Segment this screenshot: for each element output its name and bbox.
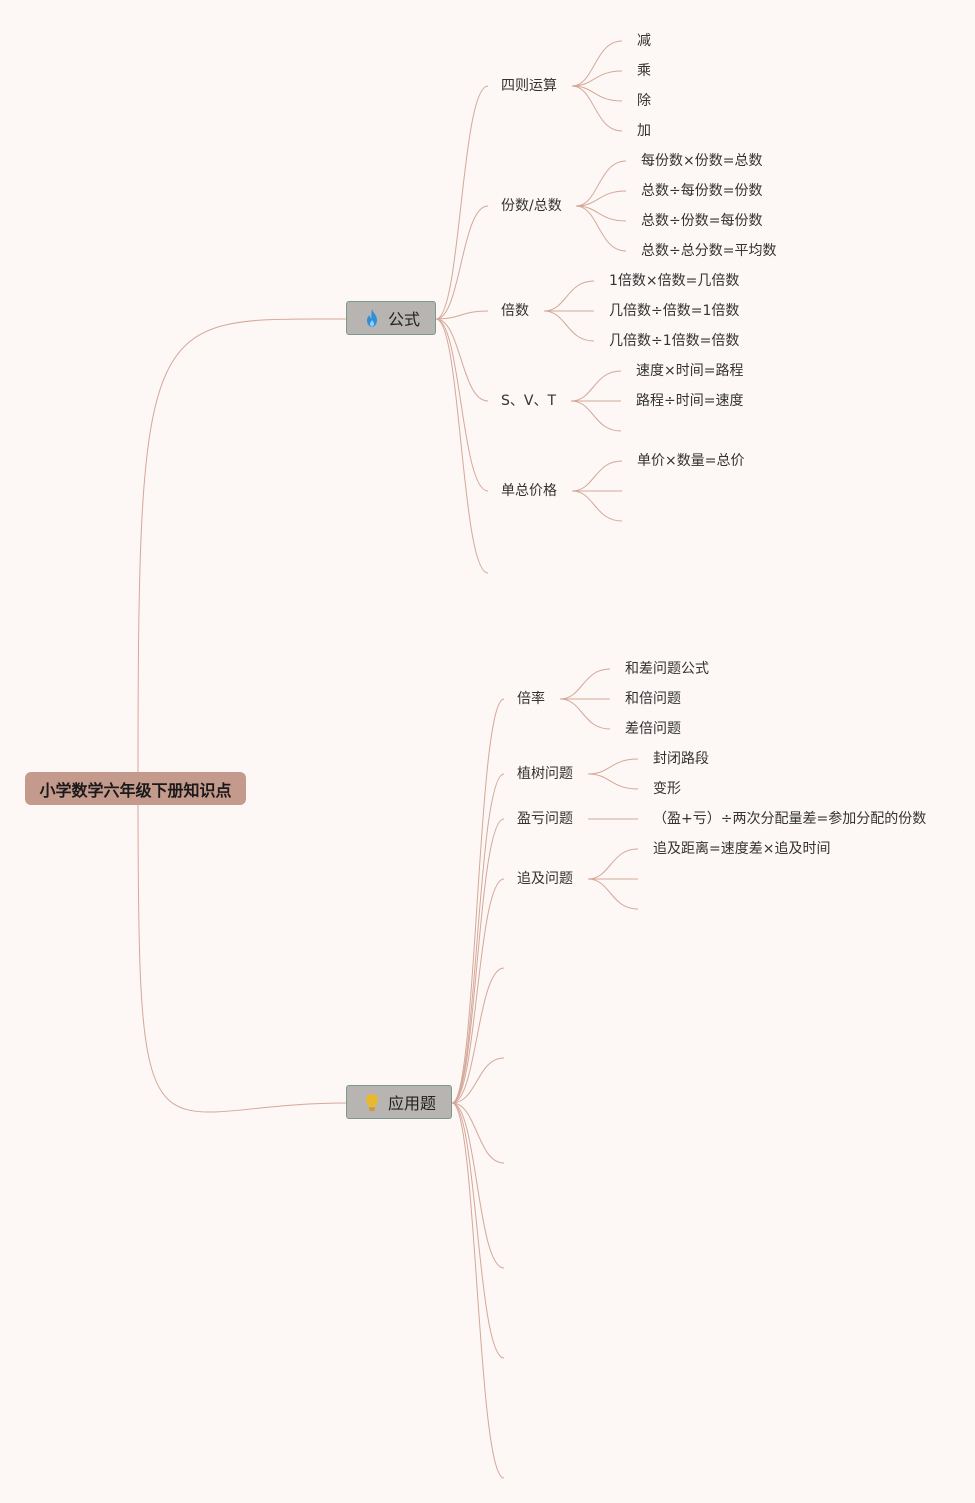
child-to-leaf-connector	[571, 85, 623, 132]
child-to-leaf-connector	[571, 70, 623, 87]
child-to-leaf-connector	[575, 205, 627, 222]
leaf-node-label[interactable]: （盈+亏）÷两次分配量差=参加分配的份数	[653, 811, 927, 827]
child-to-leaf-connector	[570, 400, 622, 432]
child-to-leaf-connector	[587, 758, 639, 775]
child-to-leaf-connector	[575, 190, 627, 207]
leaf-node-label[interactable]: 总数÷份数=每份数	[641, 213, 763, 229]
child-node-label[interactable]: 追及问题	[517, 871, 573, 887]
branch-to-child-connector	[435, 318, 489, 574]
leaf-node-label[interactable]: 封闭路段	[653, 751, 709, 767]
child-to-leaf-connector	[587, 773, 639, 790]
branch-node-formulas[interactable]: 公式	[346, 301, 436, 335]
child-to-leaf-connector	[543, 310, 595, 342]
child-node-label[interactable]: S、V、T	[501, 393, 557, 409]
child-to-leaf-connector	[575, 205, 627, 252]
child-node-label[interactable]: 倍数	[501, 303, 529, 319]
leaf-node-label[interactable]: 几倍数÷1倍数=倍数	[609, 333, 740, 349]
lightbulb-icon	[362, 1092, 382, 1112]
flame-icon	[362, 308, 382, 328]
child-node-label[interactable]: 四则运算	[501, 78, 557, 94]
branch-to-child-connector	[451, 818, 505, 1104]
child-to-leaf-connector	[543, 280, 595, 312]
child-to-leaf-connector	[587, 848, 639, 880]
child-node-label[interactable]: 植树问题	[517, 766, 573, 782]
child-node-label[interactable]: 份数/总数	[501, 198, 562, 214]
branch-to-child-connector	[435, 310, 489, 320]
child-to-leaf-connector	[575, 160, 627, 207]
child-to-leaf-connector	[559, 698, 611, 730]
root-to-branch-connector	[137, 318, 347, 789]
leaf-node-label[interactable]: 除	[637, 93, 651, 109]
branch-to-child-connector	[451, 967, 505, 1104]
child-node-label[interactable]: 倍率	[517, 691, 545, 707]
branch-to-child-connector	[451, 878, 505, 1104]
branch-to-child-connector	[451, 1102, 505, 1269]
root-node[interactable]: 小学数学六年级下册知识点	[25, 772, 246, 805]
leaf-node-label[interactable]: 总数÷每份数=份数	[641, 183, 763, 199]
root-to-branch-connector	[137, 787, 347, 1113]
child-to-leaf-connector	[571, 40, 623, 87]
leaf-node-label[interactable]: 减	[637, 33, 651, 49]
root-label: 小学数学六年级下册知识点	[39, 780, 232, 800]
leaf-node-label[interactable]: 几倍数÷倍数=1倍数	[609, 303, 740, 319]
leaf-node-label[interactable]: 差倍问题	[625, 721, 681, 737]
child-to-leaf-connector	[571, 460, 623, 492]
branch-to-child-connector	[435, 318, 489, 402]
leaf-node-label[interactable]: 加	[637, 123, 651, 139]
branch-to-child-connector	[435, 205, 489, 320]
branch-to-child-connector	[451, 1102, 505, 1164]
branch-to-child-connector	[451, 698, 505, 1104]
leaf-node-label[interactable]: 单价×数量=总价	[637, 453, 745, 469]
child-node-label[interactable]: 单总价格	[501, 483, 557, 499]
branch-label: 公式	[387, 310, 420, 329]
branch-node-word-problems[interactable]: 应用题	[346, 1085, 452, 1119]
leaf-node-label[interactable]: 速度×时间=路程	[636, 363, 744, 379]
leaf-node-label[interactable]: 路程÷时间=速度	[636, 393, 744, 409]
leaf-node-label[interactable]: 总数÷总分数=平均数	[641, 243, 777, 259]
child-node-label[interactable]: 盈亏问题	[517, 811, 573, 827]
branch-to-child-connector	[451, 1102, 505, 1359]
branch-to-child-connector	[451, 773, 505, 1104]
branch-to-child-connector	[435, 85, 489, 320]
leaf-node-label[interactable]: 乘	[637, 63, 651, 79]
child-to-leaf-connector	[571, 85, 623, 102]
branch-to-child-connector	[451, 1057, 505, 1104]
branch-label: 应用题	[387, 1094, 436, 1113]
leaf-node-label[interactable]: 和倍问题	[625, 691, 681, 707]
leaf-node-label[interactable]: 追及距离=速度差×追及时间	[653, 841, 831, 857]
child-to-leaf-connector	[559, 668, 611, 700]
child-to-leaf-connector	[587, 878, 639, 910]
leaf-node-label[interactable]: 变形	[653, 781, 681, 797]
leaf-node-label[interactable]: 1倍数×倍数=几倍数	[609, 273, 740, 289]
leaf-node-label[interactable]: 每份数×份数=总数	[641, 153, 763, 169]
child-to-leaf-connector	[570, 370, 622, 402]
leaf-node-label[interactable]: 和差问题公式	[625, 661, 709, 677]
branch-to-child-connector	[451, 1102, 505, 1479]
child-to-leaf-connector	[571, 490, 623, 522]
branch-to-child-connector	[435, 318, 489, 492]
